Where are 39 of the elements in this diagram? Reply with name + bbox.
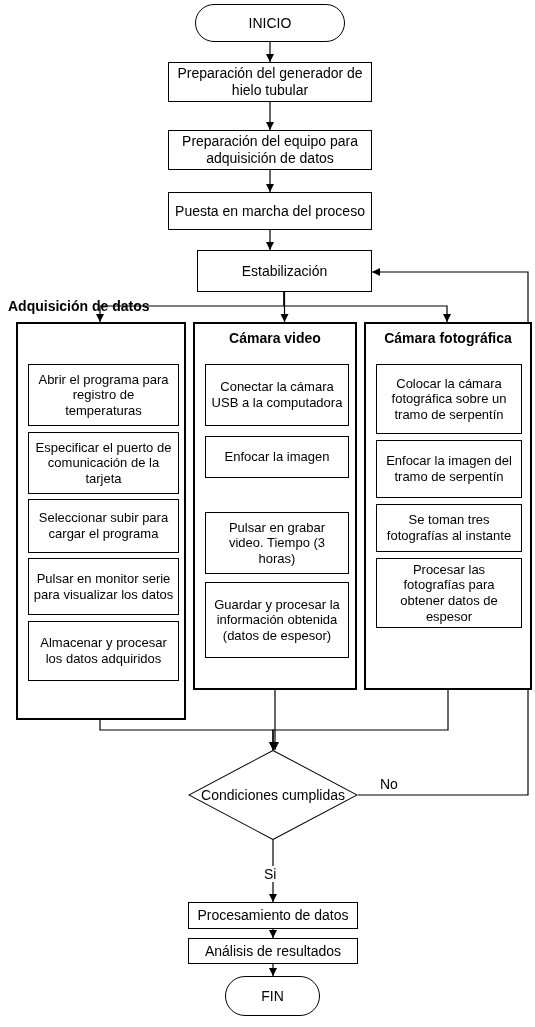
process-box: Guardar y procesar la información obtenida (datos de espesor) [205, 582, 349, 658]
arrow [265, 41, 275, 63]
process-box: Procesar las fotografías para obtener datos de espesor [376, 558, 522, 628]
terminal-pill: INICIO [195, 4, 345, 42]
process-box: Colocar la cámara fotográfica sobre un tramo de serpentín [376, 364, 522, 434]
group-panel [364, 322, 532, 690]
process-box: Enfocar la imagen del tramo de serpentín [376, 440, 522, 498]
arrow [268, 839, 278, 903]
edge-label: Si [262, 866, 279, 882]
process-box: Procesamiento de datos [188, 902, 358, 929]
process-box: Conectar la cámara USB a la computadora [205, 364, 349, 426]
process-box: Seleccionar subir para cargar el programa [28, 499, 179, 553]
process-box: Especificar el puerto de comunicación de la tarjeta [28, 432, 179, 494]
process-box: Estabilización [197, 250, 372, 292]
section-heading: Adquisición de datos [8, 298, 150, 314]
process-box: Abrir el programa para registro de temperaturas [28, 364, 179, 426]
arrow [283, 291, 452, 323]
process-box: Análisis de resultados [188, 938, 358, 964]
arrow [265, 229, 275, 251]
process-box: Pulsar en grabar video. Tiempo (3 horas) [205, 512, 349, 574]
process-box: Almacenar y procesar los datos adquiridos [28, 621, 179, 681]
group-title: Cámara video [228, 330, 322, 347]
process-box: Preparación del generador de hielo tubular [168, 62, 372, 102]
terminal-pill: FIN [225, 976, 320, 1016]
process-box: Se toman tres fotografías al instante [376, 504, 522, 552]
process-box: Enfocar la imagen [205, 436, 349, 478]
arrow [268, 928, 278, 939]
process-box: Puesta en marcha del proceso [168, 192, 372, 230]
arrow [268, 689, 449, 751]
decision-text: Condiciones cumplidas [201, 786, 345, 804]
group-panel [16, 322, 186, 720]
arrow [265, 101, 275, 131]
process-box: Preparación del equipo para adquisición de datos [168, 130, 372, 170]
group-title: Cámara fotográfica [383, 330, 513, 347]
edge-label: No [378, 776, 400, 792]
arrow [265, 169, 275, 193]
arrow [268, 963, 278, 977]
group-panel [193, 322, 357, 690]
process-box: Pulsar en monitor serie para visualizar los datos [28, 558, 179, 615]
